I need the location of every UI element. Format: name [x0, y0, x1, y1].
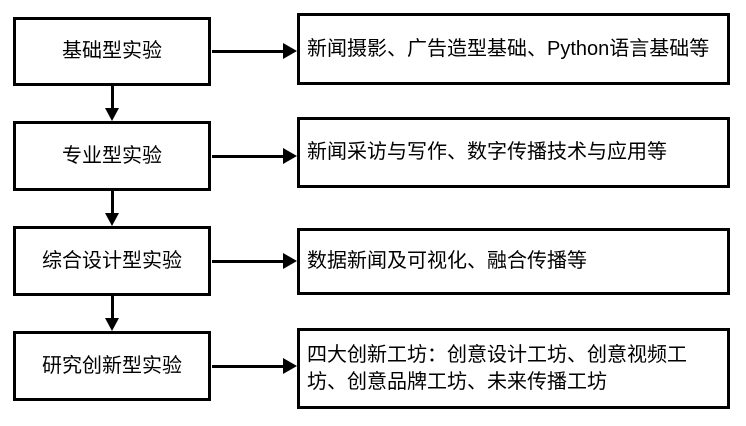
arrow-head [283, 358, 297, 374]
right-arrow-icon [212, 358, 297, 374]
arrow-stem [111, 191, 114, 214]
arrow-line [212, 155, 284, 158]
detail-box-basic: 新闻摄影、广告造型基础、Python语言基础等 [297, 13, 730, 85]
stage-box-research-innovation: 研究创新型实验 [13, 331, 211, 401]
arrow-head [283, 43, 297, 59]
stage-box-comprehensive-design: 综合设计型实验 [13, 226, 211, 296]
detail-text: 新闻摄影、广告造型基础、Python语言基础等 [307, 37, 710, 60]
stage-label: 研究创新型实验 [42, 354, 182, 377]
right-arrow-icon [212, 43, 297, 59]
arrow-line [212, 260, 284, 263]
detail-box-comprehensive-design: 数据新闻及可视化、融合传播等 [297, 228, 730, 295]
down-arrow-icon [105, 296, 120, 331]
stage-label: 专业型实验 [62, 144, 162, 167]
detail-text: 四大创新工坊：创意设计工坊、创意视频工坊、创意品牌工坊、未来传播工坊 [307, 344, 687, 393]
stage-label: 综合设计型实验 [42, 249, 182, 272]
arrow-stem [111, 86, 114, 109]
arrow-line [212, 50, 284, 53]
down-arrow-icon [105, 191, 120, 226]
detail-box-professional: 新闻采访与写作、数字传播技术与应用等 [297, 117, 730, 188]
stage-box-professional: 专业型实验 [13, 121, 211, 191]
stage-box-basic: 基础型实验 [13, 17, 211, 86]
arrow-head [105, 318, 119, 331]
detail-text: 数据新闻及可视化、融合传播等 [307, 250, 587, 273]
arrow-line [212, 365, 284, 368]
down-arrow-icon [105, 86, 120, 121]
arrow-stem [111, 296, 114, 319]
right-arrow-icon [212, 253, 297, 269]
stage-label: 基础型实验 [62, 40, 162, 63]
arrow-head [105, 213, 119, 226]
detail-text: 新闻采访与写作、数字传播技术与应用等 [307, 141, 667, 164]
arrow-head [105, 108, 119, 121]
right-arrow-icon [212, 148, 297, 164]
arrow-head [283, 253, 297, 269]
arrow-head [283, 148, 297, 164]
detail-box-research-innovation: 四大创新工坊：创意设计工坊、创意视频工坊、创意品牌工坊、未来传播工坊 [297, 328, 730, 409]
